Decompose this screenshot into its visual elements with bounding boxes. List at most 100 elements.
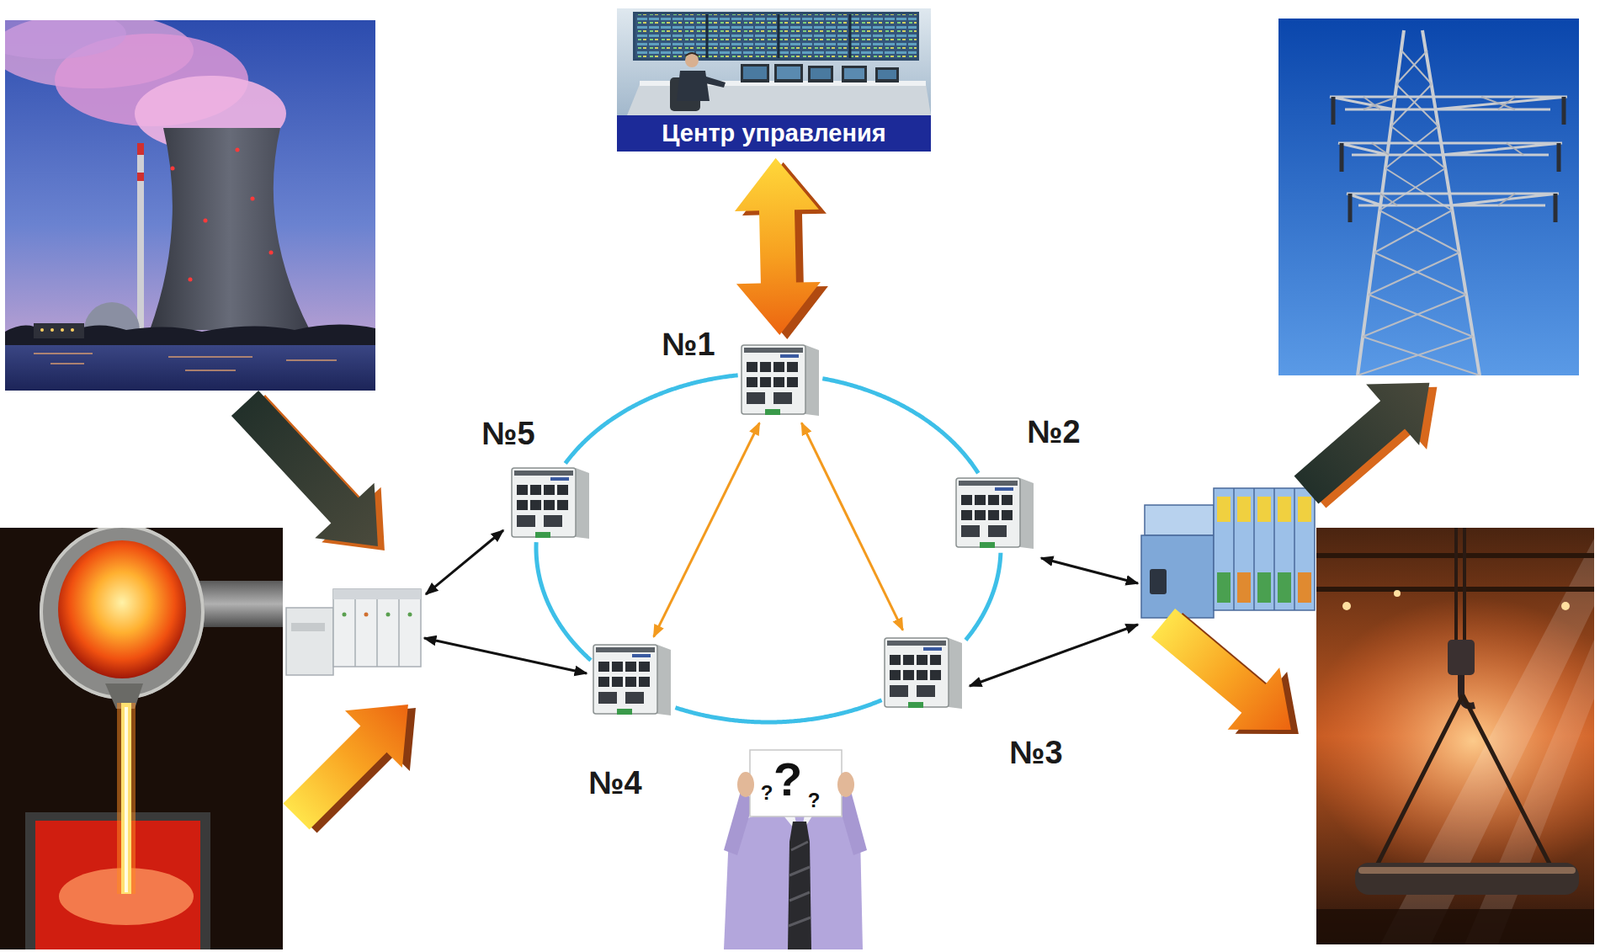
steel-mill-photo-part bbox=[1561, 601, 1570, 611]
switch-icon-part bbox=[786, 361, 798, 373]
switch-icon-part bbox=[741, 345, 806, 415]
switch-icon-part bbox=[530, 499, 542, 511]
flow-arrow-part bbox=[215, 375, 408, 574]
nuclear-plant-photo-part bbox=[50, 328, 54, 332]
nuclear-plant-photo-part bbox=[203, 218, 208, 224]
power-tower-photo-part bbox=[1357, 50, 1480, 376]
switch-icon-part bbox=[543, 499, 555, 511]
switch-icon-part bbox=[961, 510, 973, 521]
control-room-photo-part bbox=[616, 8, 931, 152]
steel-mill-photo-part bbox=[1393, 590, 1401, 597]
control-room-photo-part bbox=[844, 68, 865, 80]
network-switch: №4 bbox=[591, 641, 674, 718]
nuclear-plant-photo-part bbox=[137, 143, 144, 155]
connector-group bbox=[536, 158, 1001, 723]
switch-icon-part bbox=[961, 525, 980, 537]
nuclear-plant-photo-part bbox=[70, 328, 75, 332]
man-with-sign-part bbox=[723, 814, 863, 950]
network-switch: №3 bbox=[882, 634, 965, 712]
man-with-sign-part bbox=[749, 749, 842, 817]
power-tower-photo bbox=[1278, 18, 1579, 376]
control-room-photo-part bbox=[632, 11, 920, 61]
man-with-sign-part bbox=[787, 821, 812, 950]
switch-icon-part bbox=[744, 347, 803, 353]
switch-number: №5 bbox=[481, 417, 536, 450]
switch-icon-part bbox=[773, 361, 785, 373]
switch-icon-part bbox=[746, 377, 758, 388]
switch-icon-part bbox=[908, 701, 924, 708]
connector bbox=[822, 378, 979, 474]
switch-icon bbox=[591, 641, 674, 718]
plc-right-part bbox=[1297, 496, 1312, 522]
switch-icon-part bbox=[557, 484, 569, 495]
switch-icon-part bbox=[958, 480, 1018, 486]
man-with-sign-part bbox=[837, 771, 855, 798]
steel-mill-photo-part bbox=[1447, 639, 1475, 676]
switch-icon-part bbox=[746, 392, 766, 404]
switch-icon-part bbox=[889, 685, 909, 697]
switch-icon-part bbox=[988, 510, 1000, 521]
connector bbox=[653, 422, 761, 637]
switch-icon-part bbox=[543, 484, 555, 495]
switch-icon-part bbox=[514, 470, 574, 476]
switch-icon-part bbox=[988, 494, 1000, 505]
switch-icon-part bbox=[611, 676, 623, 687]
man-with-sign-part bbox=[737, 771, 755, 798]
switch-icon-part bbox=[994, 487, 1014, 491]
switch-icon-part bbox=[516, 484, 528, 495]
flow-arrow-part bbox=[1137, 591, 1317, 761]
switch-icon-part bbox=[974, 494, 986, 505]
molten-metal-photo-part bbox=[121, 702, 132, 894]
switch-icon-part bbox=[611, 661, 623, 672]
control-room-photo-part bbox=[877, 69, 897, 80]
switch-icon-part bbox=[638, 661, 650, 672]
switch-icon bbox=[882, 634, 965, 712]
plc-right-part bbox=[1297, 572, 1312, 603]
switch-icon-part bbox=[889, 654, 901, 665]
switch-icon-part bbox=[916, 685, 936, 697]
steel-mill-photo-part bbox=[1376, 695, 1551, 866]
plc-right-part bbox=[1144, 504, 1214, 536]
connector bbox=[801, 422, 903, 630]
plc-right-part bbox=[1233, 488, 1295, 611]
switch-icon-part bbox=[598, 691, 617, 704]
plc-right-part bbox=[1217, 496, 1231, 522]
plc-left-part bbox=[333, 589, 421, 667]
plc-link-part bbox=[424, 637, 587, 674]
control-room-photo-part bbox=[706, 14, 851, 59]
switch-icon-part bbox=[903, 654, 915, 665]
connector bbox=[675, 700, 882, 723]
question-mark: ? bbox=[773, 755, 803, 803]
switch-icon-part bbox=[773, 392, 793, 404]
steel-mill-photo-part bbox=[1358, 866, 1576, 874]
control-room-photo-part bbox=[841, 65, 867, 83]
control-room-photo bbox=[616, 8, 931, 152]
switch-number: №2 bbox=[1026, 415, 1081, 448]
switch-icon-part bbox=[923, 647, 942, 651]
control-room-photo-part bbox=[701, 75, 726, 88]
plc-link-part bbox=[1041, 558, 1138, 584]
plc-right bbox=[1141, 488, 1315, 618]
flow-arrow-part bbox=[267, 675, 437, 846]
plc-left-part bbox=[386, 612, 391, 617]
switch-number: №3 bbox=[1009, 736, 1064, 769]
plc-link-part bbox=[969, 624, 1138, 686]
switch-icon bbox=[954, 474, 1037, 552]
connector bbox=[536, 542, 591, 660]
nuclear-plant-photo-part bbox=[5, 20, 127, 59]
switch-icon-part bbox=[979, 542, 995, 548]
control-room-photo-part bbox=[743, 66, 767, 80]
molten-metal-photo-part bbox=[41, 527, 203, 698]
plc-link-part bbox=[425, 530, 504, 595]
plc-right-part bbox=[1141, 535, 1214, 618]
switch-icon-part bbox=[530, 484, 542, 495]
switch-icon-part bbox=[780, 354, 799, 358]
steel-mill-photo-part bbox=[1342, 601, 1351, 611]
control-room-photo-part bbox=[685, 52, 699, 58]
nuclear-plant-photo-part bbox=[269, 250, 274, 256]
molten-metal-photo-part bbox=[116, 702, 136, 894]
switch-icon-part bbox=[516, 499, 528, 511]
switch-icon-part bbox=[974, 510, 986, 521]
control-room-photo-part bbox=[807, 65, 834, 83]
